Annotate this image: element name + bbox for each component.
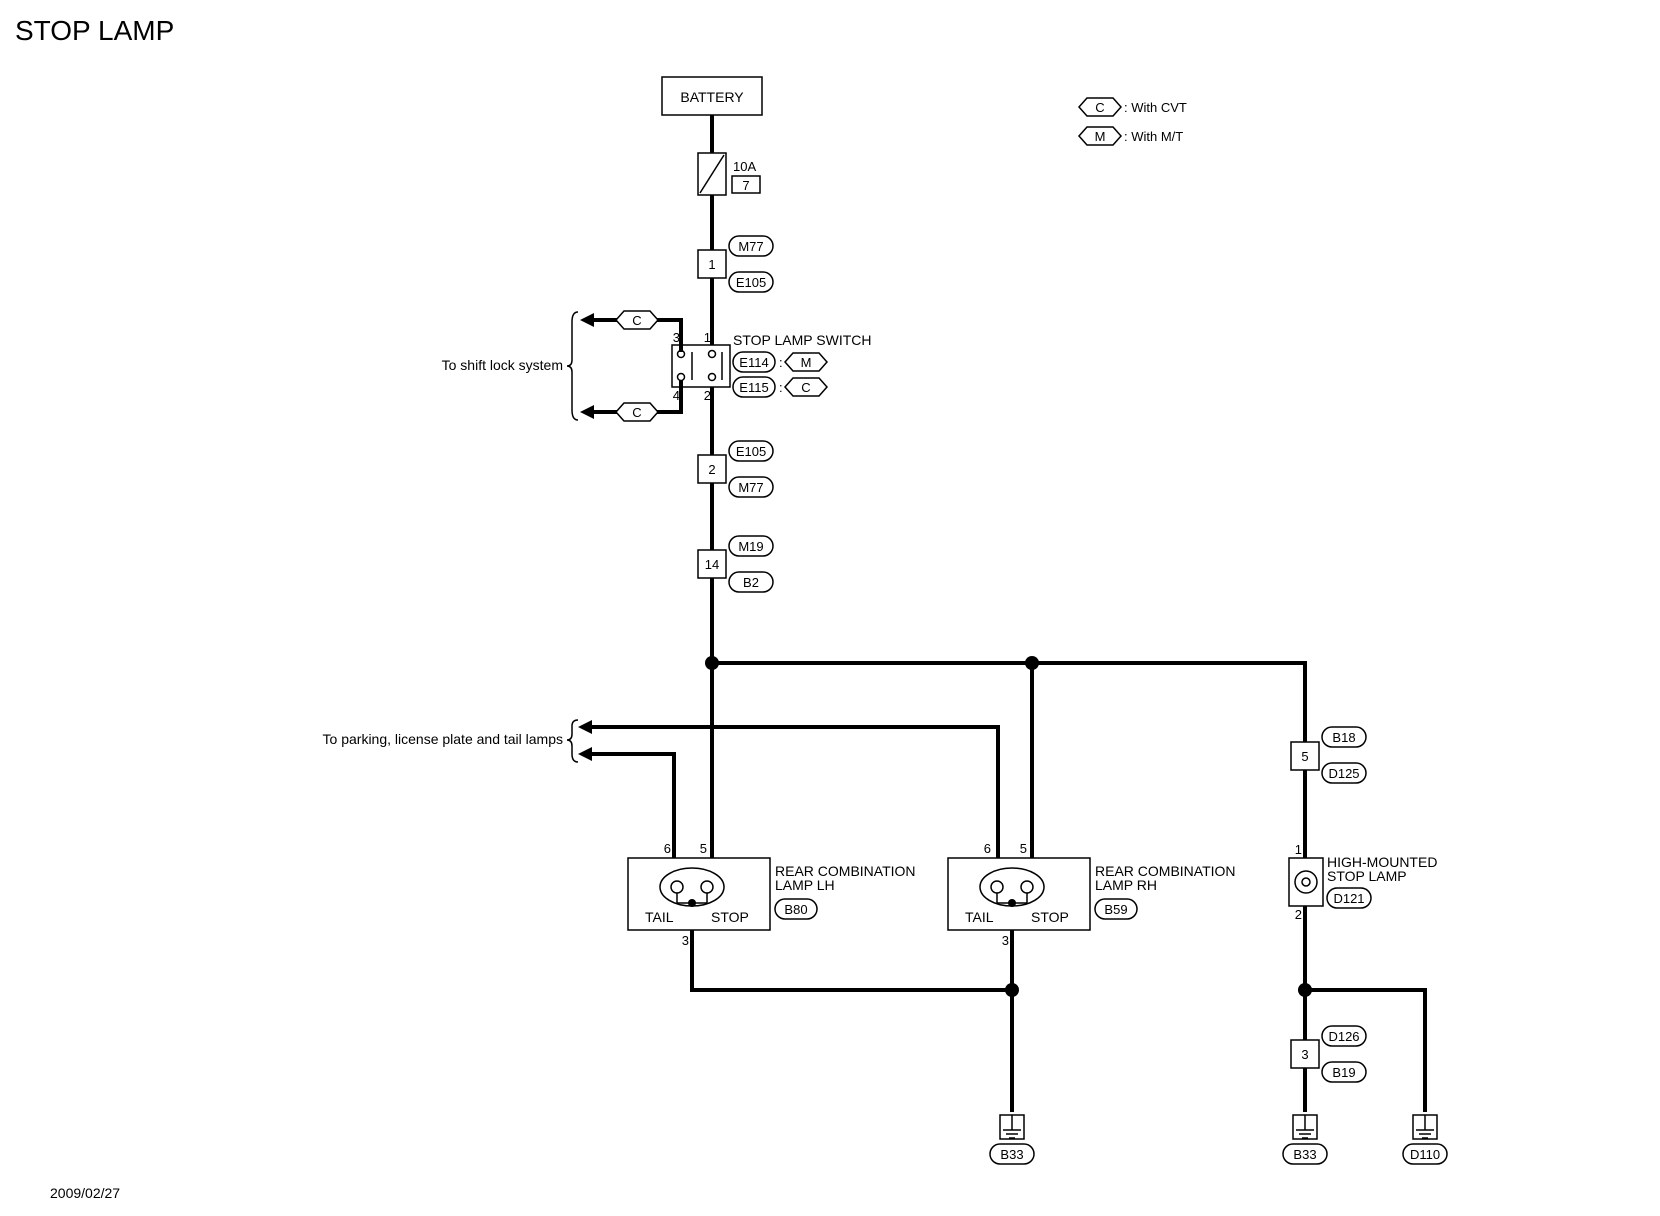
lh-pin-tail: 6 [664, 841, 671, 856]
arrow-shift-lock-lower [580, 405, 594, 419]
connector-m77-a: M77 [738, 239, 763, 254]
joint-connector-2 [697, 454, 727, 484]
joint-connector-1 [697, 249, 727, 279]
splice-2 [1025, 656, 1039, 670]
high-mounted-stop-lamp: 1 2 HIGH-MOUNTED STOP LAMP D121 [1288, 842, 1437, 922]
tail-lamps-label: To parking, license plate and tail lamps [323, 731, 563, 747]
legend-cvt-hex [1077, 97, 1123, 117]
rear-combination-lamp-lh: 6 5 3 TAIL STOP REAR COMBINATION LAMP LH… [627, 841, 916, 948]
tail-lamps-bracket [566, 719, 579, 763]
rh-name-line1: REAR COMBINATION [1095, 863, 1236, 879]
legend: C : With CVT M : With M/T [1077, 97, 1187, 146]
ground-b33-right: B33 [1282, 1114, 1328, 1165]
ground-conn-d110: D110 [1410, 1147, 1440, 1162]
rh-pin-stop: 5 [1020, 841, 1027, 856]
switch-variant-c: C [801, 380, 810, 395]
rh-pin-tail: 6 [984, 841, 991, 856]
joint-4-pin: 5 [1301, 749, 1308, 764]
ground-conn-b33-left: B33 [1000, 1147, 1023, 1162]
connector-e105-a: E105 [736, 275, 766, 290]
fuse-number: 7 [742, 178, 749, 193]
connector-tag-e105-a [728, 271, 774, 293]
joint-1-pin: 1 [708, 257, 715, 272]
wire-ground-d110 [1305, 988, 1427, 1112]
lh-stop-label: STOP [711, 909, 749, 925]
joint-connector-4 [1290, 741, 1320, 771]
page-title: STOP LAMP [15, 15, 174, 46]
wire-tail-lh [590, 752, 676, 858]
splice-ground-2 [1298, 983, 1312, 997]
wire-tail-rh [590, 725, 1000, 858]
ground-b33-left: B33 [989, 1114, 1035, 1165]
connector-tag-m77-a [728, 235, 774, 257]
rh-tail-label: TAIL [965, 909, 994, 925]
switch-pin-2: 2 [704, 388, 711, 403]
connector-b2: B2 [743, 575, 759, 590]
shift-lock-code-upper: C [632, 313, 641, 328]
lh-tail-label: TAIL [645, 909, 674, 925]
lh-name-line1: REAR COMBINATION [775, 863, 916, 879]
diagram-date: 2009/02/27 [50, 1185, 120, 1201]
lh-connector: B80 [784, 902, 807, 917]
rear-combination-lamp-rh: 6 5 3 TAIL STOP REAR COMBINATION LAMP RH… [947, 841, 1236, 948]
lh-pin-stop: 5 [700, 841, 707, 856]
lh-name-line2: LAMP LH [775, 877, 835, 893]
splice-1 [705, 656, 719, 670]
connector-b19: B19 [1332, 1065, 1355, 1080]
stop-lamp-switch: 1 2 3 4 STOP LAMP SWITCH E114 : M E115 :… [671, 330, 871, 403]
arrow-tail-lower [578, 747, 592, 761]
fuse-element [699, 154, 725, 194]
rh-name-line2: LAMP RH [1095, 877, 1157, 893]
arrow-shift-lock-upper [580, 313, 594, 327]
hmsl-pin-out: 2 [1295, 907, 1302, 922]
wire-stop-bus [712, 661, 1307, 742]
hmsl-name-line1: HIGH-MOUNTED [1327, 854, 1437, 870]
fuse-rating: 10A [733, 159, 756, 174]
rh-stop-label: STOP [1031, 909, 1069, 925]
svg-text::: : [779, 380, 783, 395]
legend-mt-text: : With M/T [1124, 129, 1183, 144]
shift-lock-bracket [566, 311, 579, 421]
connector-b18: B18 [1332, 730, 1355, 745]
joint-2-pin: 2 [708, 462, 715, 477]
legend-cvt-code: C [1095, 100, 1104, 115]
connector-m77-b: M77 [738, 480, 763, 495]
connector-d126: D126 [1328, 1029, 1359, 1044]
hmsl-name-line2: STOP LAMP [1327, 868, 1407, 884]
svg-text::: : [779, 355, 783, 370]
shift-lock-code-lower: C [632, 405, 641, 420]
rh-pin-ground: 3 [1002, 933, 1009, 948]
connector-d125: D125 [1328, 766, 1359, 781]
switch-pin-4: 4 [673, 388, 680, 403]
fuse-number-box [731, 175, 761, 194]
joint-connector-3 [697, 549, 727, 579]
legend-mt-hex [1077, 126, 1123, 146]
switch-pin-3: 3 [673, 330, 680, 345]
battery-box [661, 76, 763, 116]
connector-m19: M19 [738, 539, 763, 554]
arrow-tail-upper [578, 720, 592, 734]
rh-connector: B59 [1104, 902, 1127, 917]
shift-lock-label: To shift lock system [442, 357, 563, 373]
switch-conn-e114: E114 [739, 355, 768, 370]
switch-pin-1: 1 [704, 330, 711, 345]
connector-e105-b: E105 [736, 444, 766, 459]
ground-conn-b33-right: B33 [1293, 1147, 1316, 1162]
switch-label: STOP LAMP SWITCH [733, 332, 871, 348]
legend-cvt-text: : With CVT [1124, 100, 1187, 115]
battery-label: BATTERY [680, 89, 744, 105]
joint-5-pin: 3 [1301, 1047, 1308, 1062]
ground-d110: D110 [1402, 1114, 1448, 1165]
hmsl-pin-in: 1 [1295, 842, 1302, 857]
hmsl-connector: D121 [1333, 891, 1364, 906]
legend-mt-code: M [1095, 129, 1106, 144]
joint-3-pin: 14 [705, 557, 719, 572]
wire-lh-ground [690, 930, 1012, 992]
lh-pin-ground: 3 [682, 933, 689, 948]
switch-conn-e115: E115 [739, 380, 768, 395]
switch-variant-m: M [801, 355, 812, 370]
splice-ground-1 [1005, 983, 1019, 997]
joint-connector-5 [1290, 1039, 1320, 1069]
